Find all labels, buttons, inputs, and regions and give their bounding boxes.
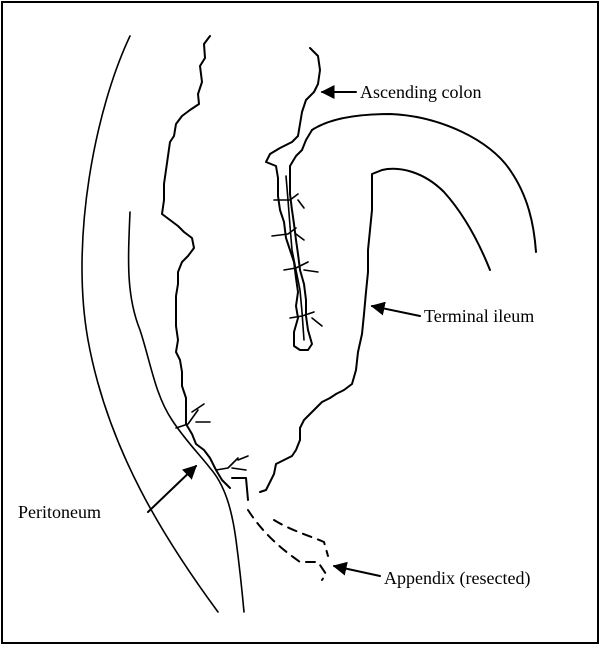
peritoneum-arrow (147, 465, 198, 513)
appendix-vessels (175, 403, 249, 471)
terminal-ileum-outer (311, 113, 537, 253)
peritoneum-line (127, 211, 245, 613)
abdominal-wall-line (81, 35, 219, 613)
colon-vessels (271, 175, 323, 341)
terminal-ileum-inner (259, 167, 491, 493)
terminal-ileum-arrow (370, 301, 421, 317)
ascending-colon-inner-edge (265, 47, 321, 351)
ascending-colon-outline (161, 35, 231, 489)
appendix-resected-outline (247, 509, 327, 581)
appendix-base (231, 477, 249, 501)
appendix-resected-outline-2 (273, 519, 329, 557)
appendix-label: Appendix (resected) (384, 568, 530, 589)
appendix-arrow (332, 561, 381, 577)
terminal-ileum-label: Terminal ileum (424, 306, 534, 326)
peritoneum-label: Peritoneum (18, 502, 101, 522)
ascending-colon-label: Ascending colon (360, 82, 481, 102)
